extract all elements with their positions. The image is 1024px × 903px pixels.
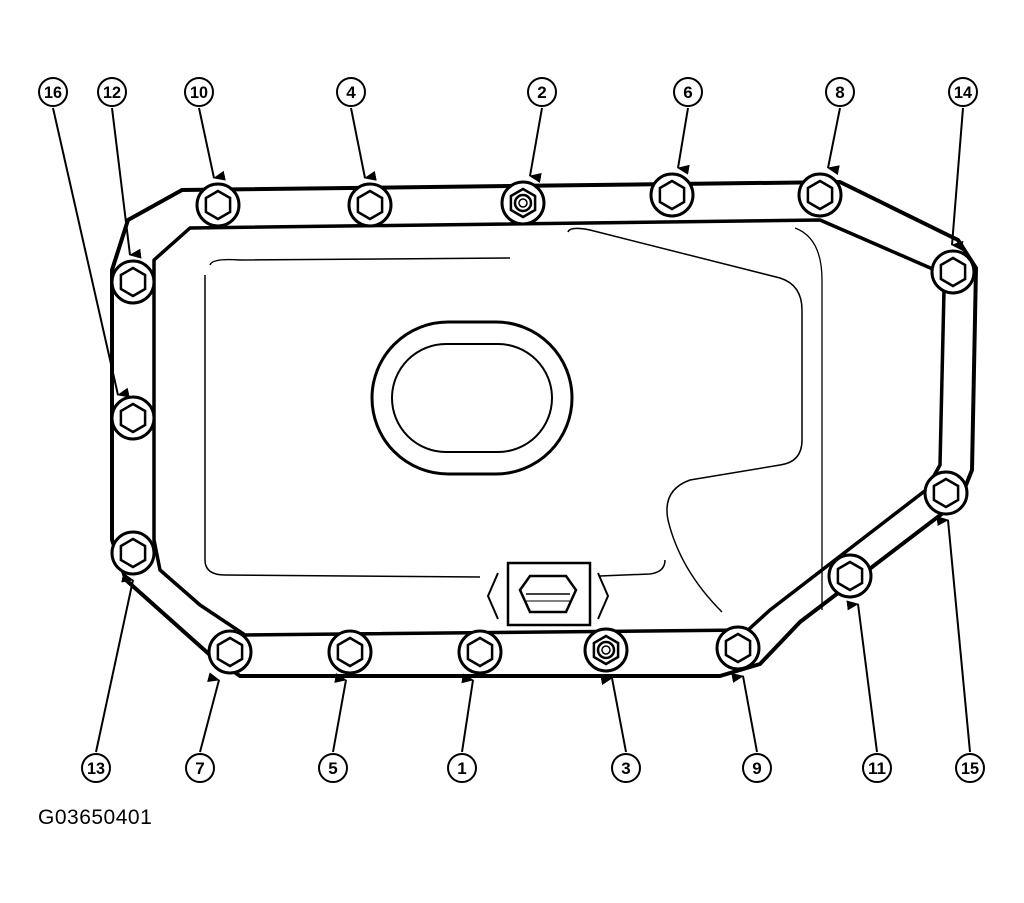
callout-5: 5 (318, 753, 348, 783)
pan-flange-inner (152, 218, 946, 637)
center-oval-inner (391, 343, 553, 453)
callout-14: 14 (948, 77, 978, 107)
bolt-14 (930, 249, 976, 295)
leader-arrow-16 (52, 107, 130, 398)
callout-7: 7 (185, 753, 215, 783)
callout-number: 6 (683, 83, 692, 102)
callout-number: 7 (195, 759, 204, 778)
callout-8: 8 (825, 77, 855, 107)
bolt-6 (649, 172, 695, 218)
callout-number: 11 (868, 759, 886, 778)
callout-number: 2 (537, 83, 546, 102)
bolt-7 (207, 629, 253, 675)
leader-arrow-10 (198, 107, 226, 181)
pan-body-contour (204, 257, 666, 578)
callout-2: 2 (527, 77, 557, 107)
callout-15: 15 (955, 753, 985, 783)
leader-arrow-9 (731, 673, 758, 753)
center-oval-outer (370, 320, 574, 476)
callout-16: 16 (38, 77, 68, 107)
leader-arrow-8 (827, 107, 841, 176)
callout-1: 1 (447, 753, 477, 783)
callout-number: 1 (457, 759, 466, 778)
pan-deep-section (567, 227, 803, 613)
callout-number: 9 (752, 759, 761, 778)
bolt-16 (110, 395, 156, 441)
callout-number: 10 (190, 83, 208, 102)
bolt-3 (583, 627, 629, 673)
bolt-10 (195, 182, 241, 228)
figure-code: G03650401 (38, 806, 153, 829)
callout-number: 12 (103, 83, 121, 102)
callout-number: 3 (621, 759, 630, 778)
leader-arrow-11 (846, 600, 878, 753)
pan-side-wall (794, 227, 823, 610)
callout-6: 6 (673, 77, 703, 107)
bolt-4 (347, 182, 393, 228)
callout-12: 12 (97, 77, 127, 107)
bolt-12 (110, 259, 156, 305)
bolt-2 (500, 180, 546, 226)
callout-11: 11 (862, 753, 892, 783)
callout-number: 8 (835, 83, 844, 102)
callout-number: 5 (328, 759, 337, 778)
bolt-9 (715, 625, 761, 671)
callout-number: 4 (346, 83, 356, 102)
leader-arrow-12 (111, 107, 142, 259)
bolt-8 (797, 172, 843, 218)
leader-arrow-2 (529, 107, 543, 183)
callout-3: 3 (611, 753, 641, 783)
bolt-15 (923, 470, 969, 516)
leader-arrow-5 (332, 673, 347, 753)
callout-10: 10 (184, 77, 214, 107)
callout-9: 9 (742, 753, 772, 783)
leader-arrow-13 (95, 572, 134, 753)
bolt-13 (110, 530, 156, 576)
leader-arrow-4 (350, 107, 377, 181)
leader-arrow-3 (600, 675, 627, 753)
leader-arrow-7 (199, 672, 220, 753)
leader-arrow-6 (677, 107, 690, 175)
drain-plug (486, 561, 610, 627)
callout-number: 16 (44, 83, 62, 102)
callout-number: 13 (87, 759, 105, 778)
bolt-5 (327, 629, 373, 675)
leader-arrow-1 (461, 673, 474, 753)
leader-arrow-14 (951, 107, 964, 251)
callout-number: 15 (961, 759, 979, 778)
bolt-1 (457, 629, 503, 675)
bolt-11 (827, 553, 873, 599)
callout-4: 4 (336, 77, 366, 107)
callout-number: 14 (954, 83, 973, 102)
callout-13: 13 (81, 753, 111, 783)
leader-arrow-15 (936, 516, 971, 753)
